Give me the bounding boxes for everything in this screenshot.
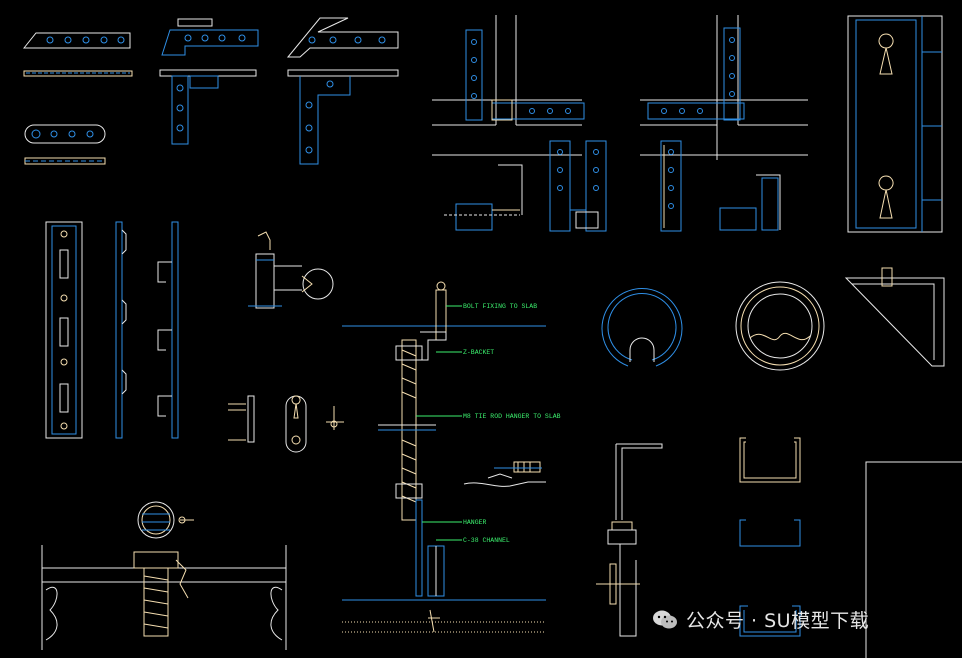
pipe-clamp-detail bbox=[248, 231, 334, 309]
l-bracket-small bbox=[159, 18, 259, 145]
label-tie-rod: M8 TIE ROD HANGER TO SLAB bbox=[463, 413, 561, 420]
wechat-icon bbox=[653, 610, 677, 628]
grommet-cover bbox=[735, 281, 825, 371]
vertical-rail-strips bbox=[45, 221, 179, 439]
grommet-open bbox=[601, 288, 683, 367]
keyhole-wall-panel bbox=[847, 15, 943, 233]
beam-junction-right bbox=[640, 15, 808, 160]
label-hanger: HANGER bbox=[463, 519, 487, 526]
frame-corner bbox=[865, 461, 962, 658]
screw-and-keyhole-plate bbox=[228, 395, 344, 453]
hinge-plate-short bbox=[24, 124, 106, 165]
hand-clip-sketch bbox=[463, 461, 546, 487]
l-bracket-large bbox=[286, 17, 399, 165]
angle-clip-left bbox=[444, 164, 523, 231]
c-channel-profiles bbox=[739, 437, 801, 637]
angle-clip-right bbox=[719, 174, 781, 231]
watermark: 公众号 · SU模型下载 bbox=[652, 606, 869, 633]
watermark-text: 公众号 · SU模型下载 bbox=[686, 610, 870, 632]
hook-hanger-detail bbox=[596, 443, 663, 637]
corner-shelf-bracket bbox=[844, 267, 945, 367]
angle-plate-single bbox=[660, 140, 682, 232]
hinge-plate-straight bbox=[22, 32, 133, 77]
label-bolt-fixing: BOLT FIXING TO SLAB bbox=[463, 303, 537, 310]
label-c38-channel: C-38 CHANNEL bbox=[463, 537, 510, 544]
hanger-section-drawing bbox=[342, 281, 546, 633]
label-z-bracket: Z-BACKET bbox=[463, 349, 494, 356]
bolt-cross-section bbox=[41, 501, 287, 650]
angle-plate-pair bbox=[549, 140, 607, 232]
beam-junction-left bbox=[432, 15, 585, 156]
